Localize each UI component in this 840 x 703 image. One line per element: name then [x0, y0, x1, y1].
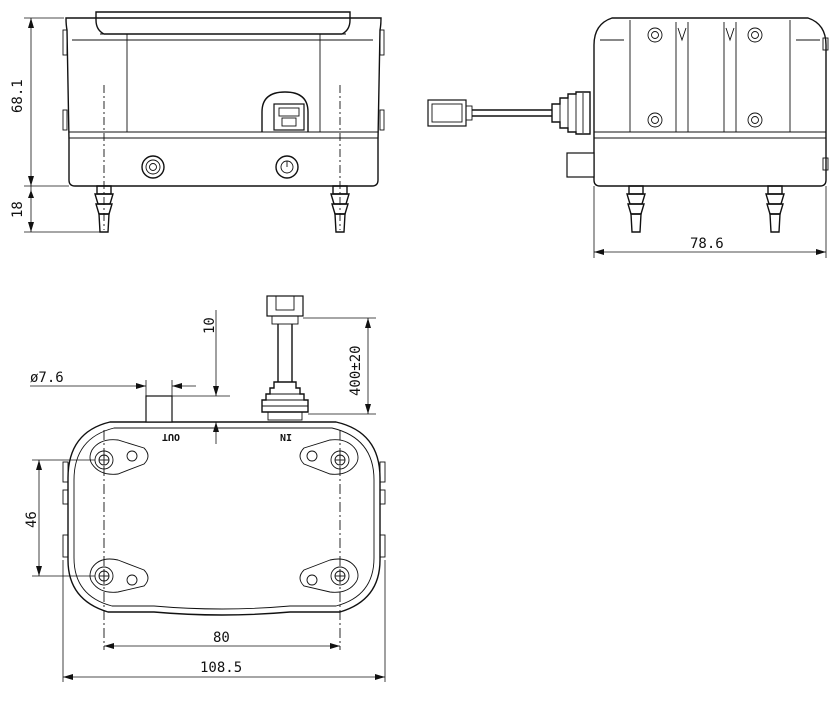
dim-height-body: 68.1: [10, 79, 26, 113]
side-cable: [427, 91, 591, 135]
front-nozzle-left: [94, 185, 114, 233]
mount-foot-top-right: [299, 439, 359, 475]
bottom-outlet-stub: [145, 395, 173, 423]
label-in-port: IN: [280, 431, 292, 442]
front-body-outline: [65, 17, 382, 187]
dim-mount-horizontal: 80: [213, 630, 230, 646]
dim-outlet-diameter: ø7.6: [30, 370, 64, 386]
dim-mount-vertical: 46: [24, 511, 40, 528]
mount-foot-top-left: [89, 439, 149, 475]
bottom-view: OUT IN 10 ø7.6: [24, 295, 386, 682]
dim-connector-offset: 10: [202, 317, 218, 334]
side-view: 78.6: [427, 17, 829, 258]
dim-height-nozzle: 18: [10, 201, 26, 218]
label-out-port: OUT: [162, 431, 180, 442]
dim-cable-length: 400±20: [348, 345, 364, 396]
side-nozzle-right: [765, 185, 785, 233]
front-nozzle-right: [330, 185, 350, 233]
side-nozzle-left: [626, 185, 646, 233]
side-screw-heads: [647, 27, 763, 128]
dim-depth: 78.6: [690, 236, 724, 252]
dim-overall-width: 108.5: [200, 660, 242, 676]
front-top-bar: [95, 11, 351, 35]
front-inlet-port: [275, 155, 299, 179]
side-body-outline: [593, 17, 827, 187]
front-view: 68.1 18: [10, 11, 385, 233]
mount-foot-bottom-left: [89, 558, 149, 593]
side-outlet-stub: [566, 152, 595, 178]
bottom-inlet-cable: [261, 295, 309, 421]
bottom-body-outline: [67, 421, 381, 616]
mount-foot-bottom-right: [299, 558, 359, 593]
front-connector-housing: [261, 91, 309, 132]
front-outlet-port: [141, 155, 165, 179]
